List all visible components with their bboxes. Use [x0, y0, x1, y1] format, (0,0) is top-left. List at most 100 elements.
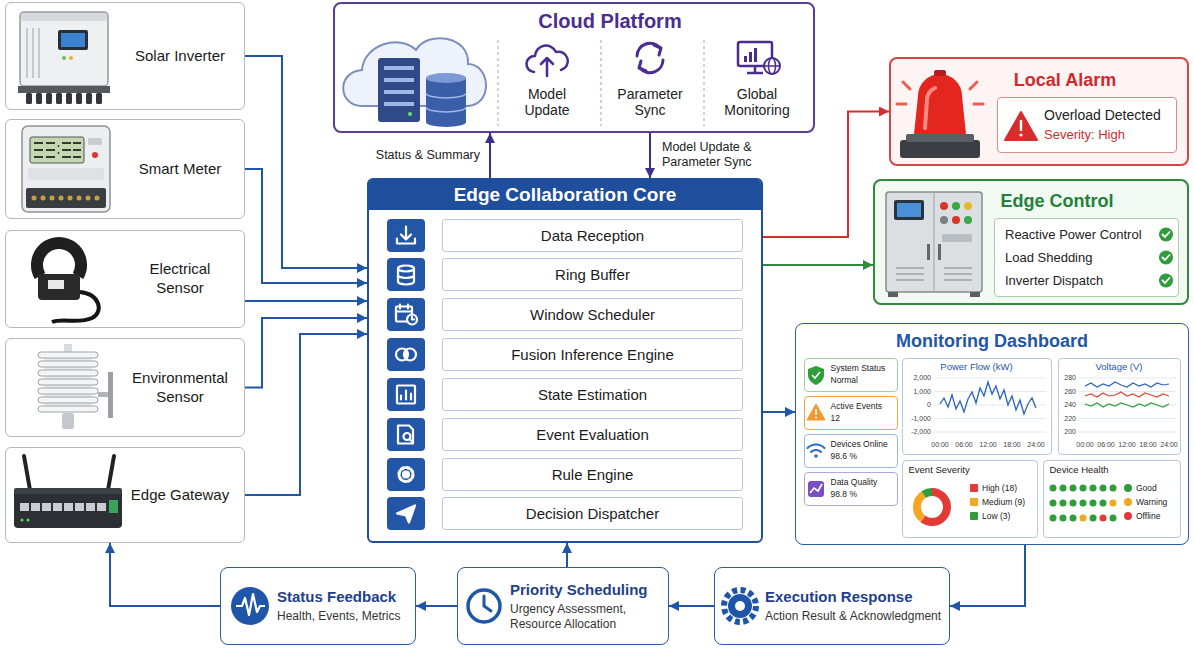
axis-tick-label: 240	[1064, 401, 1076, 409]
smart-meter-illustration	[46, 149, 55, 151]
node-text: Edge Control	[1001, 191, 1114, 212]
cloud-server-illustration	[384, 78, 414, 82]
control-cabinet-illustration	[944, 279, 972, 281]
device-health-dot	[1050, 485, 1117, 522]
edge-gateway-illustration	[20, 503, 106, 511]
node-text: Rule Engine	[552, 466, 634, 483]
edge-gateway-illustration	[14, 488, 122, 528]
smart-meter-illustration	[34, 156, 43, 158]
weather-sensor-illustration	[38, 344, 113, 429]
weather-sensor-illustration	[62, 413, 74, 429]
edge-gateway-illustration	[24, 456, 30, 490]
device-health-dot	[1110, 485, 1117, 492]
legend-swatch	[1124, 484, 1132, 492]
control-cabinet-illustration	[944, 267, 972, 269]
axis-tick-label: 24:00	[1027, 441, 1045, 449]
platform-function: Global Monitoring	[716, 82, 798, 128]
axis-tick-label: 18:00	[1003, 441, 1021, 449]
platform-function: Model Update	[506, 82, 588, 128]
device-health-dot	[1060, 515, 1067, 522]
node-text: Edge Collaboration Core	[369, 180, 761, 210]
node-text: Reactive Power Control	[1005, 223, 1142, 246]
module-icon	[396, 305, 417, 325]
edge-gateway-illustration	[109, 500, 118, 513]
panel-divider	[498, 40, 704, 126]
device-health-dot	[1110, 515, 1117, 522]
legend-entry: High (18)	[970, 482, 1017, 494]
cloud-server-illustration	[384, 66, 414, 70]
cloud-server-illustration	[378, 58, 420, 122]
chart-gridline	[934, 378, 1176, 432]
module-icon	[405, 350, 407, 360]
warning-icon	[1019, 133, 1022, 136]
node-text: Parameter Sync	[609, 86, 691, 118]
legend-text: Offline	[1136, 511, 1160, 521]
events-icon	[807, 404, 825, 420]
weather-sensor-illustration	[38, 352, 98, 412]
clock-icon	[468, 590, 500, 622]
panel-divider	[600, 40, 601, 126]
events-icon	[815, 417, 817, 419]
siren-illustration	[897, 103, 906, 106]
gear-icon	[724, 590, 756, 622]
cloud-server-illustration	[384, 102, 414, 106]
control-cabinet-illustration	[886, 192, 982, 292]
edge-gateway-illustration	[108, 456, 114, 490]
module-box: Event Evaluation	[442, 418, 743, 451]
feedback-step-box: Execution ResponseAction Result & Acknow…	[714, 567, 950, 645]
smart-meter-illustration	[73, 156, 81, 158]
panel-divider	[497, 40, 498, 126]
kpi-card: System StatusNormal	[804, 358, 898, 392]
solar-inverter-illustration	[32, 28, 34, 78]
module-icon	[398, 269, 414, 285]
chart-gridline	[934, 432, 1046, 433]
module-box: Ring Buffer	[442, 258, 743, 291]
device-health-dot	[1090, 485, 1097, 492]
module-icon-tile	[387, 418, 425, 451]
axis-tick-label: 260	[1064, 388, 1076, 396]
node-text: Global Monitoring	[716, 86, 798, 118]
control-cabinet-illustration	[940, 216, 948, 224]
control-cabinet-illustration	[940, 202, 948, 210]
smart-meter-illustration	[41, 196, 46, 201]
siren-illustration	[970, 82, 977, 89]
gear-icon	[735, 601, 745, 611]
solar-inverter-illustration	[26, 93, 102, 104]
module-box: Fusion Inference Engine	[442, 338, 743, 371]
weather-sensor-illustration	[64, 344, 72, 352]
control-cabinet-illustration	[964, 216, 972, 224]
node-text: Data Quality	[831, 477, 878, 488]
module-icon	[412, 317, 414, 320]
node-text: Overload Detected	[1044, 107, 1161, 124]
check-icon	[1159, 228, 1173, 242]
smart-meter-illustration	[28, 168, 104, 180]
smart-meter-illustration	[88, 138, 102, 145]
smart-meter-illustration	[30, 137, 84, 163]
control-cabinet-illustration	[970, 292, 980, 297]
smart-meter-illustration	[50, 196, 55, 201]
legend-swatch	[970, 484, 978, 492]
feedback-icon	[231, 587, 269, 625]
flow-connector	[489, 133, 491, 178]
platform-panel: Cloud PlatformModel UpdateParameter Sync…	[333, 2, 815, 133]
node-text: Decision Dispatcher	[526, 505, 659, 522]
node-text: Execution Response	[765, 588, 913, 606]
legend-text: Warning	[1136, 497, 1167, 507]
siren-illustration	[974, 103, 983, 106]
node-text: 98.6 %	[831, 451, 857, 462]
weather-sensor-illustration	[38, 352, 98, 358]
warning-icon	[1005, 112, 1037, 140]
cloud-server-illustration	[426, 93, 466, 112]
connector-label: Status & Summary	[374, 148, 482, 163]
module-icon	[396, 349, 408, 361]
smart-meter-illustration	[77, 196, 82, 201]
axis-tick-label: 06:00	[955, 441, 973, 449]
solar-inverter-illustration	[76, 93, 82, 104]
quality-icon	[810, 484, 822, 493]
smart-meter-illustration	[26, 188, 106, 208]
global-monitoring-icon	[749, 52, 752, 62]
node-text: Solar Inverter	[135, 47, 225, 66]
device-health-dot	[1050, 515, 1057, 522]
chart-gridline	[1079, 378, 1176, 379]
